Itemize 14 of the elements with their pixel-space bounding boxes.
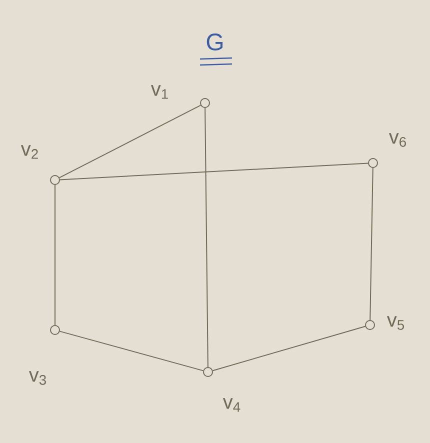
vertex-label: v$_{6}$ — [388, 133, 406, 147]
vertex-label: v$_{5}$ — [386, 316, 404, 330]
edge-line — [59, 330, 204, 372]
vertex-label: v$_{3}$ — [28, 371, 46, 385]
vertex-label: v$_{4}$ — [222, 398, 240, 412]
edge-line — [370, 168, 374, 320]
edge-line — [54, 184, 56, 326]
edge-line — [212, 326, 366, 372]
vertex-label: v$_{2}$ — [20, 145, 38, 159]
edge-line — [204, 108, 208, 368]
edge-line — [58, 104, 202, 178]
edge-line — [60, 162, 368, 180]
vertex-label: v$_{1}$ — [150, 85, 168, 99]
title: G — [206, 34, 223, 50]
